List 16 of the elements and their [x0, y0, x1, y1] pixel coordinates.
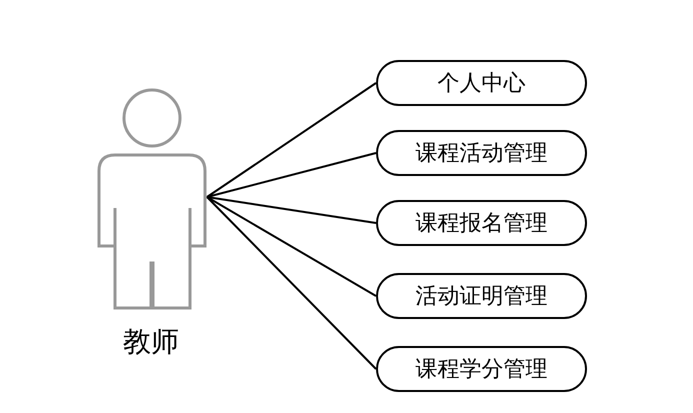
- connector-line: [206, 82, 377, 198]
- use-case-label: 个人中心: [438, 72, 526, 94]
- use-case-label: 课程学分管理: [416, 358, 548, 380]
- connector-line: [206, 196, 376, 224]
- connector-line: [206, 152, 376, 198]
- use-case-box: [376, 273, 587, 319]
- use-case-box: [376, 200, 587, 246]
- use-case-label: 课程活动管理: [416, 142, 548, 164]
- connector-line: [206, 196, 377, 370]
- use-case-box: [376, 346, 587, 392]
- use-case-label: 活动证明管理: [416, 285, 548, 307]
- use-case-box: [376, 130, 587, 176]
- use-case-label: 课程报名管理: [416, 212, 548, 234]
- connector-line: [206, 196, 376, 297]
- actor-label: 教师: [123, 328, 179, 356]
- use-case-box: [376, 60, 587, 106]
